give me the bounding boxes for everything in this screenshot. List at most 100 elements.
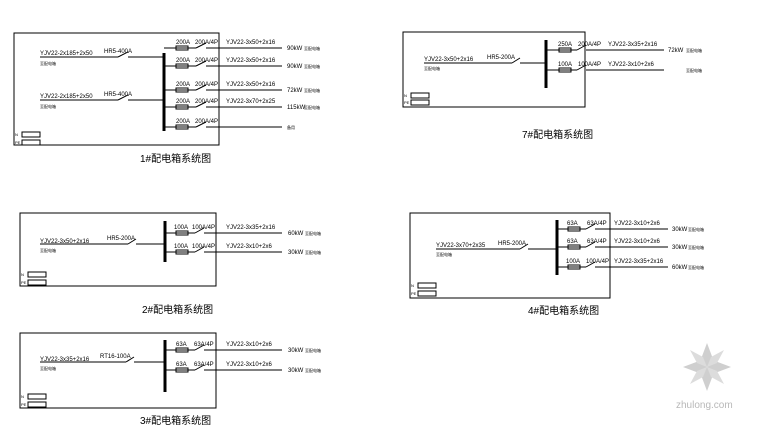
- branch-load-label: 至配电箱: [305, 230, 321, 236]
- panel-4-branch: 63A 63A/4P YJV22-3x10+2x6 30kW 至配电箱: [557, 221, 704, 233]
- panel-1-branch: 200A 200A/4P YJV22-3x50+2x16 90kW 至配电箱: [164, 58, 320, 70]
- earth-bar-label: PE: [411, 291, 417, 296]
- panel-1-caption: 1#配电箱系统图: [140, 152, 211, 165]
- branch-cable-label: YJV22-3x35+2x16: [226, 225, 276, 231]
- feeder-switch-label: HR5-200A: [487, 55, 515, 61]
- watermark-logo: [683, 343, 731, 391]
- branch-breaker-label: 200A/4P: [195, 40, 218, 46]
- branch-load-label: 至配电箱: [304, 45, 320, 51]
- branch-fuse-label: 200A: [176, 99, 190, 105]
- watermark-text: zhulong.com: [676, 400, 733, 411]
- earth-bar: [410, 99, 430, 106]
- feeder-cable-note: 至配电箱: [40, 103, 56, 109]
- feeder-cable-label: YJV22-2x185+2x50: [40, 94, 93, 100]
- feeder-cable-note: 至配电箱: [40, 247, 56, 253]
- branch-fuse-label: 200A: [176, 40, 190, 46]
- earth-bar: [21, 139, 41, 146]
- branch-fuse-label: 63A: [567, 221, 578, 227]
- branch-cable-label: YJV22-3x35+2x16: [608, 42, 658, 48]
- branch-cable-label: YJV22-3x70+2x25: [226, 99, 276, 105]
- panel-3-branch: 63A 63A/4P YJV22-3x10+2x6 30kW 至配电箱: [165, 362, 321, 374]
- panel-1-branch: 200A 200A/4P YJV22-3x50+2x16 72kW 至配电箱: [164, 82, 320, 94]
- panel-2-diagram: YJV22-3x50+2x16 至配电箱 HR5-200A 100A 100A/…: [19, 212, 321, 316]
- earth-bar: [27, 401, 47, 408]
- panel-3-branch: 63A 63A/4P YJV22-3x10+2x6 30kW 至配电箱: [165, 342, 321, 354]
- earth-bar: [27, 279, 47, 286]
- branch-cable-label: YJV22-3x50+2x16: [226, 40, 276, 46]
- branch-fuse-label: 63A: [176, 362, 187, 368]
- branch-load-label: 至配电箱: [304, 87, 320, 93]
- branch-cable-label: YJV22-3x10+2x6: [614, 239, 661, 245]
- branch-load-label: 至配电箱: [305, 347, 321, 353]
- branch-breaker-label: 63A/4P: [587, 239, 607, 245]
- branch-power-label: 30kW: [672, 245, 688, 251]
- earth-bar: [417, 290, 437, 297]
- panel-7-feeder: YJV22-3x50+2x16 至配电箱 HR5-200A: [424, 55, 546, 71]
- branch-fuse-label: 200A: [176, 82, 190, 88]
- branch-power-label: 30kW: [288, 250, 304, 256]
- earth-bar-label: PE: [15, 140, 21, 145]
- branch-fuse-label: 63A: [567, 239, 578, 245]
- panel-1-feeder: YJV22-2x185+2x50 至配电箱 HR5-400A: [40, 92, 164, 109]
- feeder-cable-note: 至配电箱: [40, 365, 56, 371]
- branch-cable-label: YJV22-3x10+2x6: [226, 342, 273, 348]
- neutral-bar-label: N: [21, 272, 24, 277]
- branch-fuse-label: 200A: [176, 58, 190, 64]
- panel-7-branch: 250A 200A/4P YJV22-3x35+2x16 72kW 至配电箱: [546, 42, 702, 54]
- branch-power-label: 30kW: [672, 227, 688, 233]
- earth-bar-label: PE: [404, 100, 410, 105]
- branch-power-label: 72kW: [668, 48, 684, 54]
- branch-breaker-label: 63A/4P: [194, 342, 214, 348]
- feeder-switch-label: RT16-100A: [100, 354, 131, 360]
- neutral-bar: [27, 393, 47, 400]
- feeder-switch-label: HR5-200A: [107, 236, 135, 242]
- panel-7-branch: 100A 100A/4P YJV22-3x10+2x6 至配电箱: [546, 62, 702, 73]
- branch-load-label: 至配电箱: [305, 367, 321, 373]
- earth-bar-label: PE: [21, 402, 27, 407]
- branch-load-label: 至配电箱: [304, 104, 320, 110]
- feeder-cable-note: 至配电箱: [424, 65, 440, 71]
- neutral-bar: [21, 131, 41, 138]
- panel-2-branch: 100A 100A/4P YJV22-3x10+2x6 30kW 至配电箱: [165, 244, 321, 256]
- branch-power-label: 90kW: [287, 64, 303, 70]
- branch-breaker-label: 63A/4P: [587, 221, 607, 227]
- neutral-bar: [27, 271, 47, 278]
- branch-fuse-label: 100A: [174, 244, 188, 250]
- branch-cable-label: YJV22-3x50+2x16: [226, 58, 276, 64]
- panel-4-branch: 100A 100A/4P YJV22-3x35+2x16 60kW 至配电箱: [557, 259, 704, 271]
- panel-1-enclosure: [13, 32, 220, 146]
- branch-load-label: 至配电箱: [305, 249, 321, 255]
- branch-breaker-label: 100A/4P: [192, 244, 215, 250]
- earth-bar-label: PE: [21, 280, 27, 285]
- feeder-cable-note: 至配电箱: [436, 251, 452, 257]
- branch-load-label: 至配电箱: [688, 226, 704, 232]
- panel-3-feeder: YJV22-3x35+2x16 至配电箱 RT16-100A: [40, 354, 165, 371]
- branch-power-label: 60kW: [288, 231, 304, 237]
- branch-cable-label: YJV22-3x10+2x6: [614, 221, 661, 227]
- panel-4-enclosure: [409, 212, 611, 299]
- neutral-bar: [410, 92, 430, 99]
- panel-3-diagram: YJV22-3x35+2x16 至配电箱 RT16-100A 63A 63A/4…: [19, 332, 321, 427]
- feeder-switch-label: HR5-400A: [104, 49, 132, 55]
- branch-fuse-label: 100A: [566, 259, 580, 265]
- branch-breaker-label: 100A/4P: [192, 225, 215, 231]
- branch-breaker-label: 200A/4P: [578, 42, 601, 48]
- panel-2-feeder: YJV22-3x50+2x16 至配电箱 HR5-200A: [40, 236, 165, 253]
- branch-load-label: 至配电箱: [686, 47, 702, 53]
- panel-4-branch: 63A 63A/4P YJV22-3x10+2x6 30kW 至配电箱: [557, 239, 704, 251]
- panel-7-diagram: YJV22-3x50+2x16 至配电箱 HR5-200A 250A 200A/…: [402, 31, 702, 141]
- panel-4-diagram: YJV22-3x70+2x35 至配电箱 HR5-200A 63A 63A/4P…: [409, 212, 704, 317]
- neutral-bar-label: N: [15, 132, 18, 137]
- branch-load-label: 至配电箱: [686, 67, 702, 73]
- branch-cable-label: YJV22-3x10+2x6: [608, 62, 655, 68]
- branch-power-label: 115kW: [287, 105, 306, 111]
- branch-power-label: 72kW: [287, 88, 303, 94]
- panel-7-caption: 7#配电箱系统图: [522, 128, 593, 141]
- branch-fuse-label: 63A: [176, 342, 187, 348]
- branch-breaker-label: 200A/4P: [195, 82, 218, 88]
- feeder-cable-note: 至配电箱: [40, 60, 56, 66]
- panel-2-branch: 100A 100A/4P YJV22-3x35+2x16 60kW 至配电箱: [165, 225, 321, 237]
- feeder-switch-label: HR5-200A: [498, 241, 526, 247]
- branch-cable-label: YJV22-3x50+2x16: [226, 82, 276, 88]
